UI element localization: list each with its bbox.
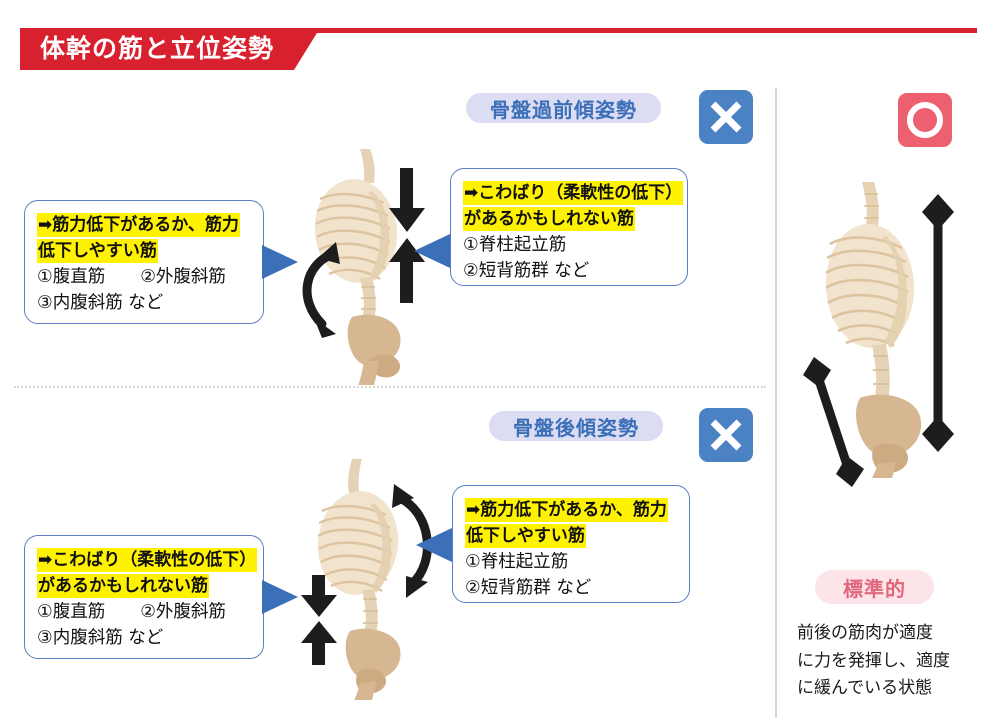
highlight-line: ➡こわばり（柔軟性の低下） <box>37 548 258 573</box>
muscle-item: ①腹直筋 ②外腹斜筋 <box>37 602 226 623</box>
info-box-anterior-right: ➡こわばり（柔軟性の低下） があるかもしれない筋 ①脊柱起立筋 ②短背筋群 など <box>450 168 688 286</box>
standard-label-pill: 標準的 <box>815 570 934 604</box>
skeleton-standard <box>825 182 922 478</box>
info-box-posterior-right: ➡筋力低下があるか、筋力 低下しやすい筋 ①脊柱起立筋 ②短背筋群 など <box>452 485 690 603</box>
highlight-line: があるかもしれない筋 <box>463 207 635 232</box>
standard-label-text: 標準的 <box>843 576 906 601</box>
skeleton-anterior-pelvic-tilt <box>314 149 401 385</box>
section-label-posterior-pelvic-tilt: 骨盤後傾姿勢 <box>489 411 663 441</box>
muscle-item: ①脊柱起立筋 <box>463 235 567 256</box>
highlight-line: ➡こわばり（柔軟性の低下） <box>463 181 684 206</box>
description-line: に緩んでいる状態 <box>797 678 933 699</box>
muscle-item: ③内腹斜筋 など <box>37 293 164 314</box>
pointer-posterior-right <box>416 528 452 562</box>
page-title: 体幹の筋と立位姿勢 <box>40 34 275 63</box>
x-mark-icon-posterior <box>699 408 753 462</box>
muscle-item: ①腹直筋 ②外腹斜筋 <box>37 267 226 288</box>
posture-label-text: 骨盤後傾姿勢 <box>513 415 639 440</box>
header-accent-line <box>20 28 977 33</box>
o-mark-icon-standard <box>898 93 952 147</box>
skeleton-posterior-pelvic-tilt <box>317 459 401 700</box>
description-line: に力を発揮し、適度 <box>797 650 950 671</box>
standard-description: 前後の筋肉が適度 に力を発揮し、適度 に緩んでいる状態 <box>797 620 977 703</box>
header-banner: 体幹の筋と立位姿勢 <box>20 28 320 70</box>
section-label-anterior-pelvic-tilt: 骨盤過前傾姿勢 <box>466 93 661 123</box>
description-line: 前後の筋肉が適度 <box>797 623 933 643</box>
info-box-anterior-left: ➡筋力低下があるか、筋力 低下しやすい筋 ①腹直筋 ②外腹斜筋 ③内腹斜筋 など <box>24 200 264 324</box>
posture-label-text: 骨盤過前傾姿勢 <box>490 97 637 122</box>
pointer-posterior-left <box>262 580 298 614</box>
muscle-item: ②短背筋群 など <box>465 578 592 599</box>
muscle-item: ③内腹斜筋 など <box>37 628 164 649</box>
muscle-item: ②短背筋群 など <box>463 261 590 282</box>
highlight-line: 低下しやすい筋 <box>37 239 158 264</box>
info-box-posterior-left: ➡こわばり（柔軟性の低下） があるかもしれない筋 ①腹直筋 ②外腹斜筋 ③内腹斜… <box>24 535 264 659</box>
highlight-line: ➡筋力低下があるか、筋力 <box>465 498 668 523</box>
pointer-anterior-right <box>414 234 450 268</box>
pointer-anterior-left <box>262 245 298 279</box>
highlight-line: ➡筋力低下があるか、筋力 <box>37 213 240 238</box>
horizontal-divider <box>14 386 766 388</box>
highlight-line: 低下しやすい筋 <box>465 524 586 549</box>
vertical-divider <box>775 88 777 718</box>
muscle-item: ①脊柱起立筋 <box>465 552 569 573</box>
highlight-line: があるかもしれない筋 <box>37 574 209 599</box>
x-mark-icon-anterior <box>699 90 753 144</box>
